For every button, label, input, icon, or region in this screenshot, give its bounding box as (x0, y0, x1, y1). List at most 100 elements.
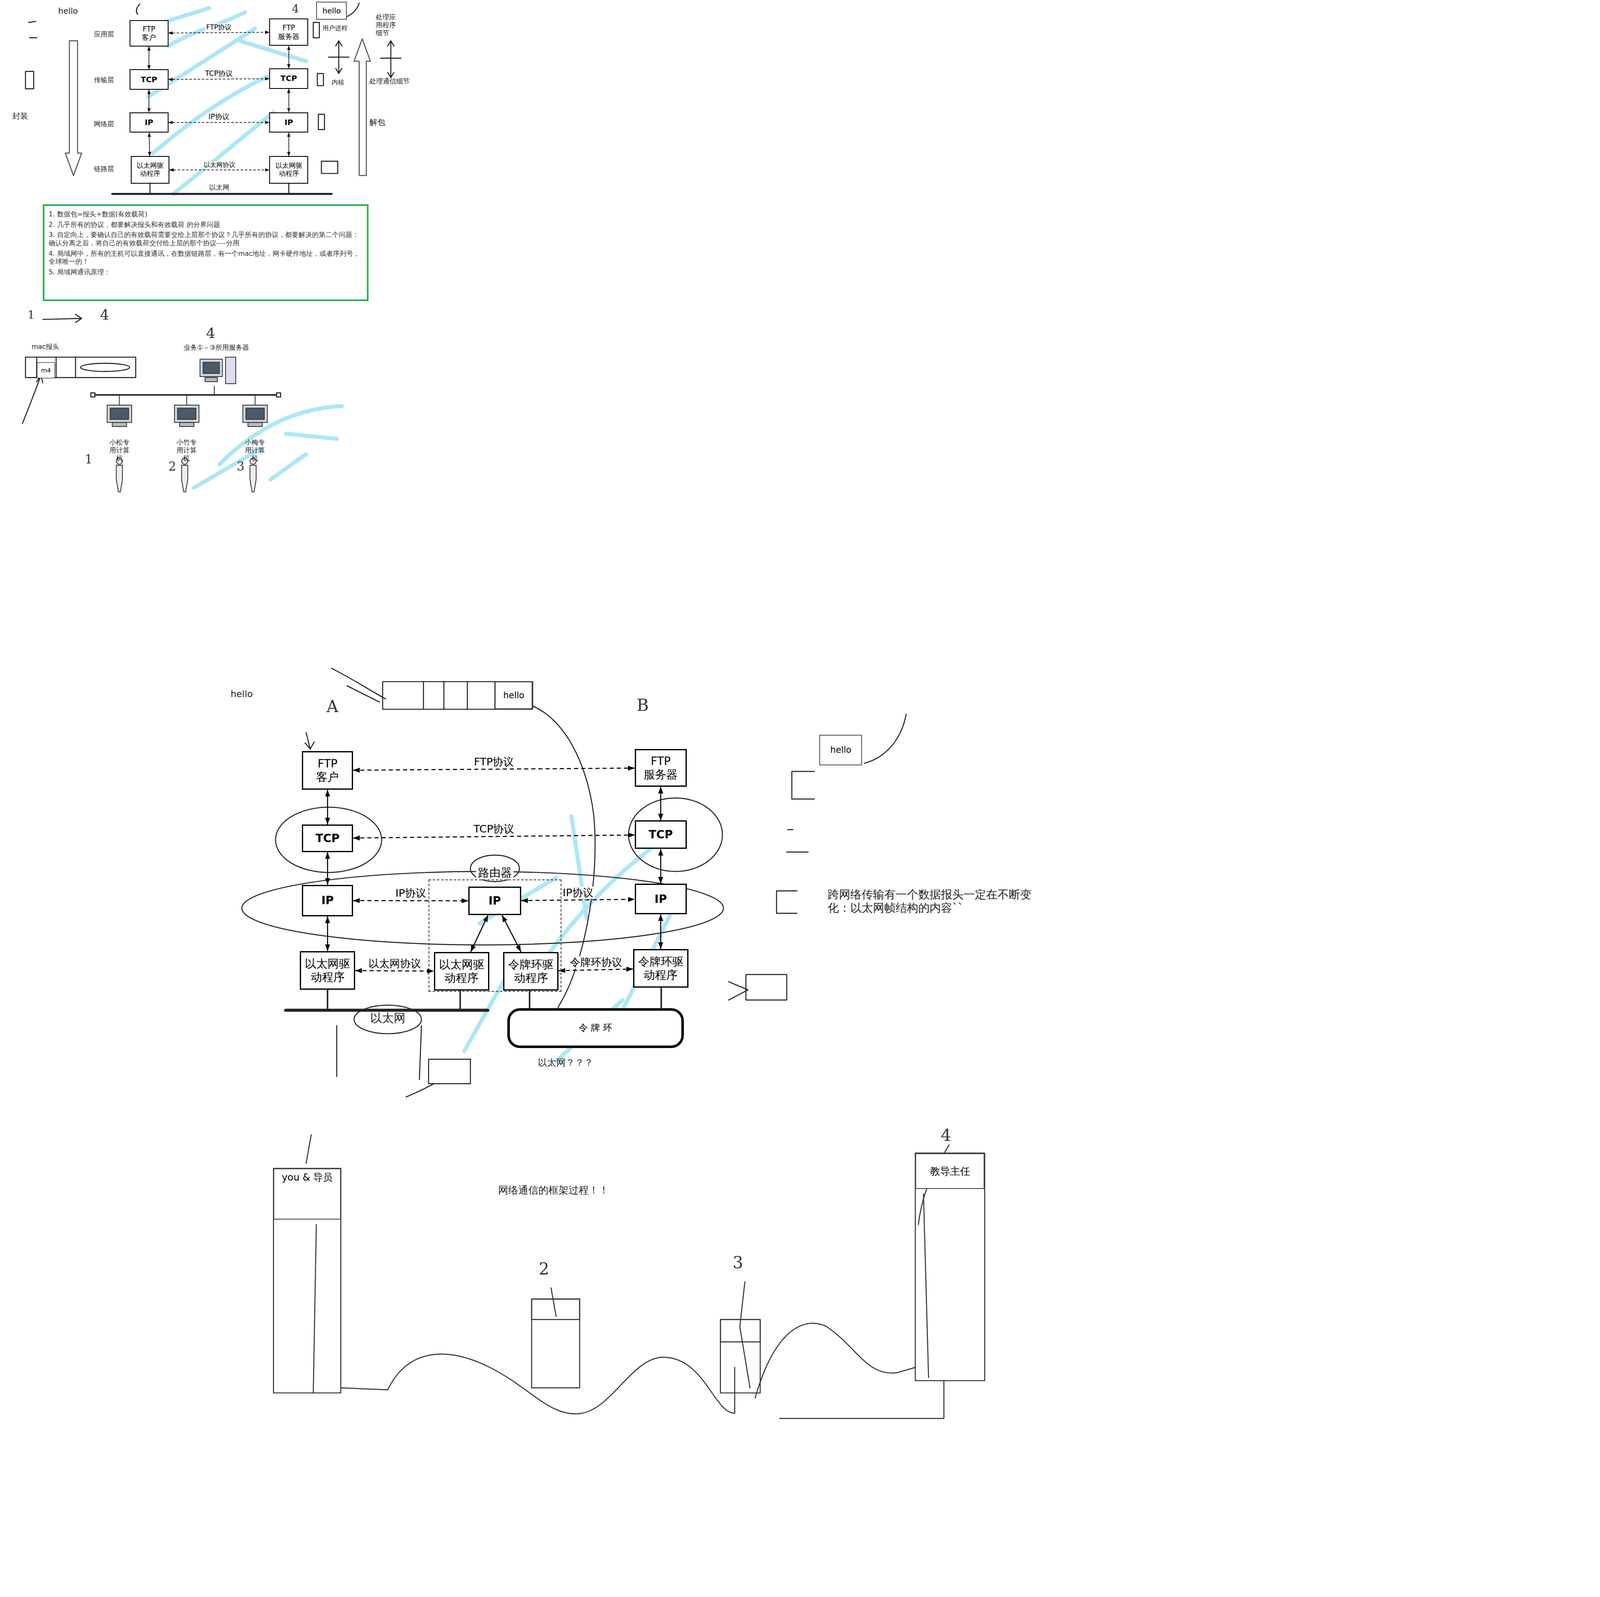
device-label: 业务①－③所用服务器 (183, 343, 250, 352)
node-text: IP (284, 117, 294, 128)
protocol-link (558, 968, 634, 971)
route-curve (755, 1322, 916, 1398)
pc-screen (177, 407, 196, 420)
direction-label: 解包 (369, 117, 386, 128)
payload-box: hello (494, 681, 533, 710)
tower (915, 1153, 985, 1381)
route-curve (340, 1353, 735, 1414)
pc-monitor (174, 405, 199, 423)
payload-box: hello (316, 1, 347, 21)
edge-label: IP协议 (561, 886, 595, 899)
medium-label: 以太网 (370, 1010, 406, 1026)
hand-arrow (42, 314, 82, 323)
side-label: 处理应用程序细节 (375, 13, 403, 38)
node-text: TCP (315, 831, 340, 845)
callout-number: 1 (84, 451, 93, 467)
side-label: 内核 (331, 78, 345, 86)
node-text: IP (321, 893, 334, 907)
protocol-link (353, 899, 469, 902)
watermark-stroke (153, 76, 268, 153)
protocol-link (355, 970, 434, 971)
edge-label: 以太网协议 (367, 957, 423, 970)
node-text: 令牌环驱 动程序 (508, 957, 554, 985)
person-box: you & 导员 (273, 1168, 341, 1220)
protocol-link (168, 122, 270, 123)
layer-label: 链路层 (93, 165, 115, 174)
layer-link (501, 914, 521, 952)
protocol-box: TCP (129, 69, 169, 90)
node-text: 教导主任 (929, 1164, 971, 1177)
doodle-box (745, 974, 787, 1000)
protocol-box: IP (634, 883, 687, 915)
hand-loop (628, 797, 723, 872)
server-monitor (200, 358, 223, 377)
node-text: TCP (140, 75, 158, 85)
bracket-doodle (776, 771, 815, 914)
edge-label: FTP协议 (205, 23, 234, 32)
protocol-link (521, 898, 635, 901)
hand-curve (515, 701, 626, 1044)
edge-label: 以太网协议 (202, 161, 237, 169)
doodle-box (313, 22, 320, 38)
bus-end (276, 392, 281, 398)
protocol-link (353, 834, 635, 838)
node-text: 1. 数据包=报头+数据(有效载荷) (48, 210, 363, 219)
ethernet-line (112, 192, 332, 195)
node-text: IP (144, 117, 154, 128)
callout-number: 3 (732, 1252, 743, 1273)
protocol-box: FTP 客户 (301, 750, 354, 790)
protocol-box: IP (269, 112, 308, 133)
note-box: 1. 数据包=报头+数据(有效载荷)2. 几乎所有的协议，都要解决报头和有效载荷… (42, 204, 369, 302)
layer-link (148, 46, 150, 70)
layer-link (288, 45, 290, 69)
node-text: 以太网驱 动程序 (275, 161, 303, 178)
route-curve (779, 1380, 944, 1419)
edge-label: IP协议 (207, 112, 231, 122)
callout-number: 2 (168, 459, 177, 474)
node-text: FTP 客户 (316, 756, 339, 784)
hand-mark (28, 2, 360, 38)
node-text: 以太网驱 动程序 (438, 957, 485, 985)
node-text: you & 导员 (281, 1171, 333, 1184)
bottom-sketch (273, 1134, 985, 1419)
payload-ellipse (80, 363, 130, 372)
watermark-strokes (148, 7, 679, 1061)
doodle-box (428, 1059, 471, 1084)
drop-line (119, 385, 256, 406)
watermark-stroke (173, 112, 274, 195)
callout-number: 1 (27, 308, 35, 322)
side-label: 用户进程 (322, 24, 348, 32)
header-cell: m4 (36, 362, 56, 379)
layer-label: 应用层 (93, 30, 115, 39)
header-label: mac报头 (31, 342, 60, 351)
hand-loop (470, 854, 520, 882)
node-text: m4 (41, 366, 52, 375)
pc-base (247, 422, 263, 427)
medium-label: 以太网 (209, 183, 230, 192)
side-label: 处理通信细节 (369, 77, 410, 86)
heading-note: 网络通信的框架过程！！ (498, 1183, 609, 1196)
node-text: 令 牌 环 (578, 1022, 613, 1034)
node-text: 4. 局域网中，所有的主机可以直接通讯，在数据链路层，有一个mac地址，网卡硬件… (48, 249, 363, 266)
hand-arrow (305, 732, 315, 749)
hand-mark (331, 668, 386, 702)
callout-number: 2 (538, 1259, 550, 1279)
drop-line (150, 183, 289, 194)
router-group: 路由器IP以太网驱 动程序令牌环驱 动程序 (428, 879, 562, 992)
device-label: 小竹专用计算机 (173, 438, 200, 463)
driver-box: 以太网驱 动程序 (130, 155, 170, 184)
layer-link (470, 914, 489, 952)
pc-monitor (107, 405, 132, 423)
protocol-box: IP (129, 112, 169, 133)
payload-text: hello (58, 6, 78, 16)
node-text: IP (488, 893, 502, 908)
hand-loop (241, 871, 724, 945)
pc-screen (246, 407, 265, 420)
layer-link (288, 88, 290, 113)
callout-number: 4 (206, 324, 216, 342)
driver-box: 以太网驱 动程序 (299, 950, 356, 990)
node-text: hello (503, 690, 525, 701)
direction-label: 封装 (12, 111, 29, 121)
hand-loop (353, 1005, 422, 1034)
